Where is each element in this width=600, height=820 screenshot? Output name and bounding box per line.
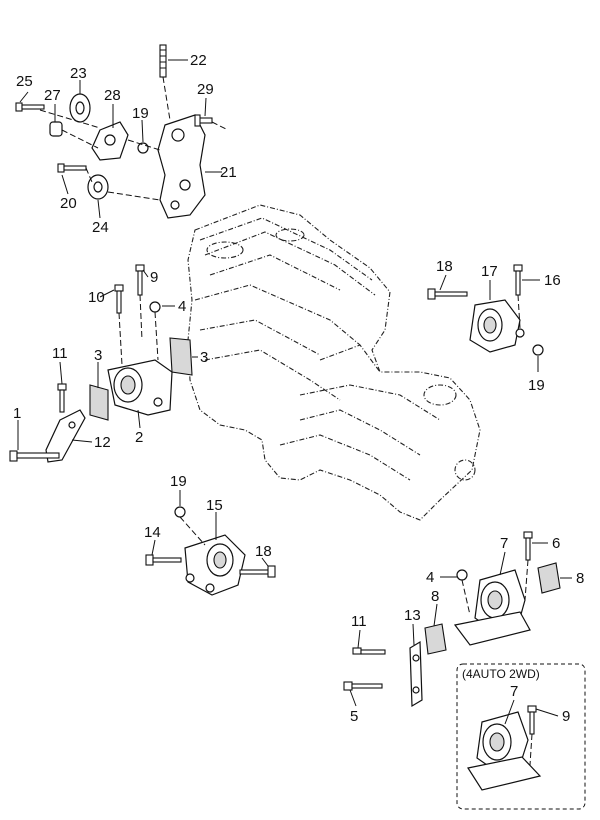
nut-4-right — [456, 569, 471, 616]
callout-6: 5 — [350, 708, 358, 725]
bolt-18-right — [427, 288, 468, 300]
callout-4-left: 4 — [178, 298, 186, 315]
nut-29 — [137, 142, 149, 154]
bolt-18-lower — [239, 565, 276, 578]
bolt-6 — [343, 681, 383, 691]
bolt-14 — [145, 554, 182, 566]
callout-7-variant: 7 — [510, 683, 518, 700]
leader-lines — [17, 80, 572, 725]
bushing-24 — [87, 174, 161, 201]
callout-19-right: 19 — [528, 377, 545, 394]
mount-7-variant — [467, 711, 542, 791]
callout-8-left: 8 — [431, 588, 439, 605]
callout-1: 1 — [13, 405, 21, 422]
plate-8-left — [424, 623, 447, 655]
callout-16: 16 — [544, 272, 561, 289]
callout-28: 29 — [197, 81, 214, 98]
bolt-20 — [57, 163, 87, 173]
bracket-27 — [91, 121, 161, 161]
bolt-9-left — [114, 284, 124, 366]
spacer-25 — [49, 121, 63, 137]
bolt-9-top — [135, 264, 145, 341]
callout-9-left: 10 — [88, 289, 105, 306]
callout-18-lower: 18 — [255, 543, 272, 560]
callout-20: 20 — [60, 195, 77, 212]
bolt-1 — [9, 450, 60, 462]
callout-labels: 25 27 23 28 22 29 19 21 20 24 9 10 4 3 3… — [13, 52, 584, 725]
bolt-28 — [194, 114, 229, 131]
plate-3-right — [169, 337, 193, 376]
callout-22: 22 — [190, 52, 207, 69]
callout-10: 9 — [562, 708, 570, 725]
callout-5: 6 — [552, 535, 560, 552]
bolt-11-left — [57, 383, 67, 413]
callout-9-top: 9 — [150, 269, 158, 286]
callout-7: 7 — [500, 535, 508, 552]
callout-8-right: 8 — [576, 570, 584, 587]
callout-21: 21 — [220, 164, 237, 181]
bracket-13 — [409, 640, 423, 708]
callout-13: 13 — [404, 607, 421, 624]
mount-15 — [184, 534, 246, 596]
bolt-16 — [513, 264, 523, 329]
stud-bolt-22 — [159, 44, 188, 121]
bolt-10 — [527, 705, 537, 766]
callout-19-lower: 19 — [170, 473, 187, 490]
callout-23: 23 — [70, 65, 87, 82]
callout-25: 27 — [44, 87, 61, 104]
callout-3-right: 3 — [200, 349, 208, 366]
callout-27: 28 — [104, 87, 121, 104]
nut-19-right — [532, 344, 544, 356]
callout-29: 19 — [132, 105, 149, 122]
nut-19-lower — [174, 506, 206, 546]
callout-3-left: 3 — [94, 347, 102, 364]
callout-11-right: 11 — [351, 613, 367, 630]
callout-4-right: 4 — [426, 569, 434, 586]
bracket-12 — [45, 409, 86, 463]
variant-box — [456, 663, 586, 810]
callout-26: 25 — [16, 73, 33, 90]
plate-3-left — [89, 384, 109, 421]
callout-17: 17 — [481, 263, 498, 280]
mount-2 — [107, 359, 173, 416]
engine-block — [187, 204, 481, 521]
callout-15: 15 — [206, 497, 223, 514]
plate-8-right — [537, 562, 561, 594]
bracket-21 — [157, 114, 222, 219]
washer-23 — [69, 93, 91, 123]
variant-box-title: (4AUTO 2WD) — [462, 667, 540, 681]
bolt-11-right — [352, 647, 386, 655]
callout-11-left: 11 — [52, 345, 68, 362]
mount-17 — [469, 299, 525, 353]
callout-18-right: 18 — [436, 258, 453, 275]
bolt-5 — [523, 531, 533, 601]
nut-4-left — [149, 301, 161, 361]
bolt-26 — [15, 102, 45, 112]
callout-2: 2 — [135, 429, 143, 446]
callout-24: 24 — [92, 219, 109, 236]
callout-14: 14 — [144, 524, 161, 541]
mount-7 — [453, 569, 531, 646]
callout-12: 12 — [94, 434, 111, 451]
